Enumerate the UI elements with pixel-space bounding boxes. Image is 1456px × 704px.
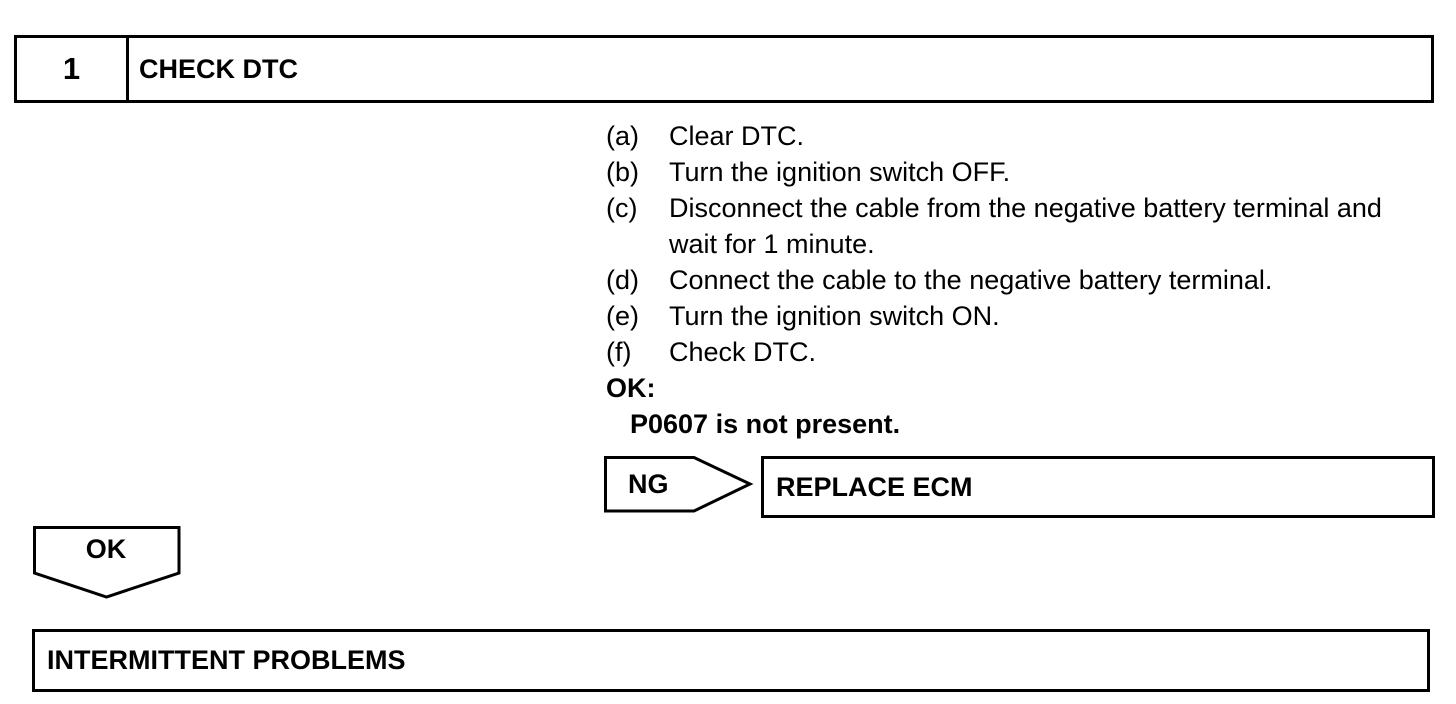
procedure-item: (c) Disconnect the cable from the negati… bbox=[606, 190, 1436, 262]
procedure-item: (d) Connect the cable to the negative ba… bbox=[606, 262, 1436, 298]
procedure-item-text: Turn the ignition switch ON. bbox=[669, 301, 1000, 331]
ok-action-box: INTERMITTENT PROBLEMS bbox=[32, 629, 1430, 692]
procedure-item-letter: (d) bbox=[606, 265, 639, 295]
procedure-item-text: Check DTC. bbox=[669, 337, 817, 367]
procedure-item: (a) Clear DTC. bbox=[606, 118, 1436, 154]
procedure-item-text: Disconnect the cable from the negative b… bbox=[669, 193, 1382, 259]
procedure-item-text: Clear DTC. bbox=[669, 121, 805, 151]
ok-branch-label: OK bbox=[85, 534, 127, 564]
down-arrow-icon bbox=[33, 526, 181, 599]
procedure-item: (e) Turn the ignition switch ON. bbox=[606, 298, 1436, 334]
ok-criteria-text: P0607 is not present. bbox=[630, 409, 901, 439]
procedure-item: (f) Check DTC. bbox=[606, 334, 1436, 370]
ok-criteria-label: OK: bbox=[606, 373, 656, 403]
procedure-item-letter: (c) bbox=[606, 193, 638, 223]
ok-branch-tag: OK bbox=[33, 526, 181, 600]
step-number: 1 bbox=[17, 38, 129, 100]
procedure-item-text: Connect the cable to the negative batter… bbox=[669, 265, 1273, 295]
procedure-item: (b) Turn the ignition switch OFF. bbox=[606, 154, 1436, 190]
procedure-item-text: Turn the ignition switch OFF. bbox=[669, 157, 1011, 187]
ng-branch-tag: NG bbox=[604, 456, 754, 514]
ng-action-box: REPLACE ECM bbox=[761, 456, 1435, 518]
ng-branch-label: NG bbox=[628, 468, 669, 499]
step-title: CHECK DTC bbox=[139, 53, 298, 84]
step-header: 1 CHECK DTC bbox=[14, 35, 1434, 103]
right-arrow-icon bbox=[604, 456, 754, 513]
procedure-item-letter: (b) bbox=[606, 157, 639, 187]
procedure-item-letter: (a) bbox=[606, 121, 639, 151]
procedure-item-letter: (e) bbox=[606, 301, 639, 331]
procedure-item-letter: (f) bbox=[606, 337, 632, 367]
procedure-list: (a) Clear DTC. (b) Turn the ignition swi… bbox=[606, 118, 1436, 442]
